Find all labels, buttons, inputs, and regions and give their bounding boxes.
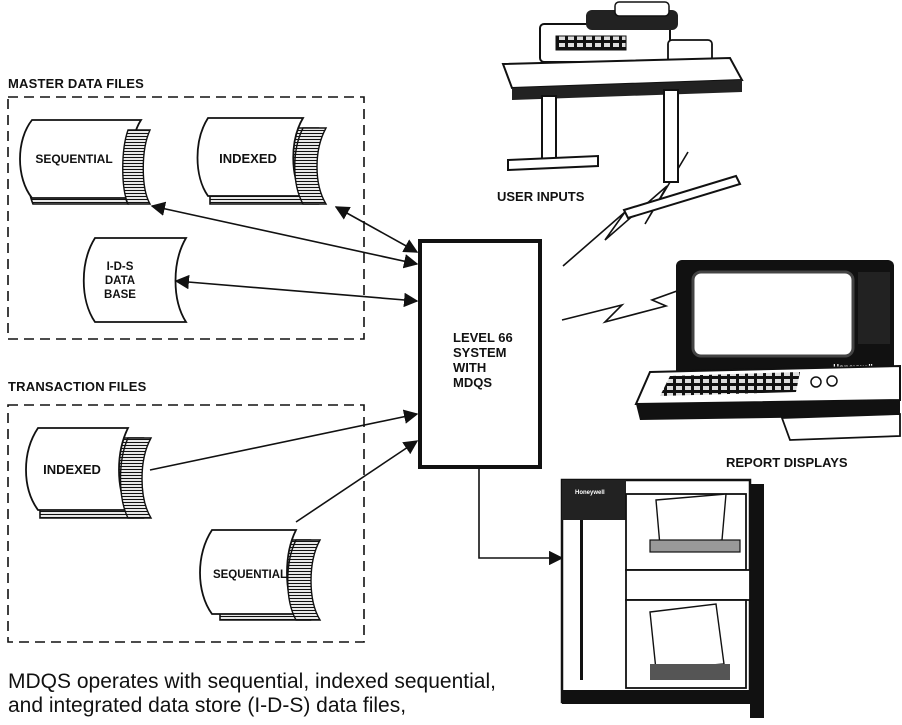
caption-line1: MDQS operates with sequential, indexed s… [8, 670, 568, 694]
caption-line2: and integrated data store (I-D-S) data f… [8, 694, 568, 718]
teleprinter-console-icon [503, 2, 742, 218]
arrow-transaction-indexed [150, 414, 417, 470]
printer-brand-label: Honeywell [575, 490, 605, 496]
master-indexed-label: INDEXED [219, 151, 277, 166]
master-sequential-file-icon: SEQUENTIAL [20, 120, 150, 204]
system-line2: SYSTEM [453, 345, 506, 360]
transaction-files-heading: TRANSACTION FILES [8, 379, 146, 394]
master-indexed-file-icon: INDEXED [198, 118, 327, 204]
system-line1: LEVEL 66 [453, 330, 513, 345]
figure-caption: MDQS operates with sequential, indexed s… [8, 670, 568, 718]
arrow-master-indexed [336, 207, 417, 252]
arrow-master-sequential [152, 206, 417, 264]
display-terminal-icon: Honeywell [636, 260, 900, 440]
transaction-sequential-file-icon: SEQUENTIAL [200, 530, 320, 620]
ids-label-line1: I-D-S [107, 261, 134, 273]
arrow-to-printer [479, 469, 562, 558]
line-printer-icon: Honeywell [562, 480, 764, 718]
transaction-indexed-label: INDEXED [43, 462, 101, 477]
master-sequential-label: SEQUENTIAL [35, 152, 112, 166]
ids-database-icon: I-D-S DATA BASE [84, 238, 186, 322]
master-data-files-heading: MASTER DATA FILES [8, 76, 144, 91]
report-displays-label: REPORT DISPLAYS [726, 455, 848, 470]
user-inputs-label: USER INPUTS [497, 189, 585, 204]
system-line3: WITH [453, 360, 486, 375]
transaction-indexed-file-icon: INDEXED [26, 428, 151, 518]
transaction-sequential-label: SEQUENTIAL [213, 569, 287, 581]
system-line4: MDQS [453, 375, 492, 390]
ids-label-line3: BASE [104, 289, 136, 301]
ids-label-line2: DATA [105, 275, 135, 287]
arrow-ids-database [176, 281, 417, 301]
arrow-transaction-sequential [296, 441, 417, 522]
